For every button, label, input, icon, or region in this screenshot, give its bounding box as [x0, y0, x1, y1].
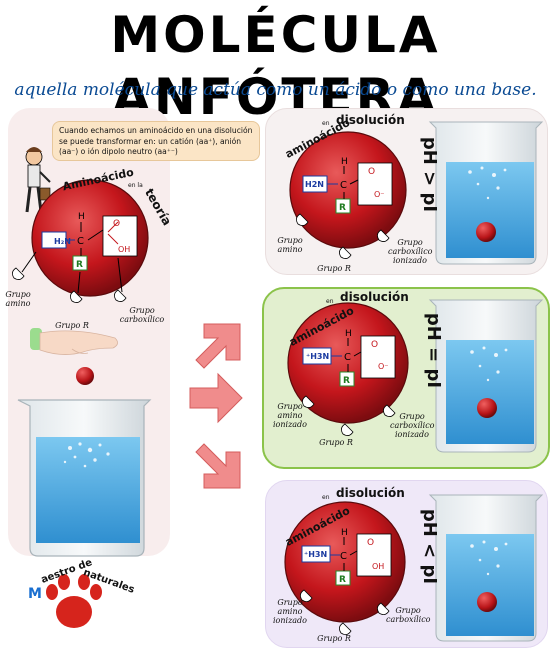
arrow-up-right-icon [195, 323, 241, 369]
arrow-down-right-icon [195, 443, 241, 489]
page-title: MOLÉCULA ANFÓTERA [110, 6, 441, 126]
theory-oh-text: OH [118, 245, 130, 254]
theory-amino-acid-ball [31, 179, 149, 297]
theory-carboxyl-label: Grupo carboxílico [119, 306, 165, 324]
panel3-amine: ⁺H3N [304, 550, 328, 559]
panel1-amine: H2N [305, 180, 324, 189]
theory-r-text: R [76, 260, 83, 270]
h-text-2: H [345, 329, 352, 339]
ball-ph-less [284, 501, 406, 623]
c-text-3: C [340, 551, 347, 562]
panel1-carboxyl-label: Grupo carboxílico ionizado [388, 238, 433, 265]
ball-ph-greater [289, 131, 407, 249]
panel2-header-b: en [326, 298, 334, 305]
logo-initial: M [28, 586, 42, 602]
h-text-3: H [341, 528, 348, 538]
left-beaker-icon [17, 399, 152, 557]
panel1-r-label: Grupo R [317, 264, 351, 273]
c-text-1: C [340, 180, 347, 191]
ball-ph-equal [287, 302, 409, 424]
panel3-carboxyl: OH [372, 562, 385, 571]
panel1-header-c: disolución [336, 113, 405, 127]
theory-r-label: Grupo R [55, 321, 89, 330]
r-text-1: R [339, 203, 346, 213]
scientist-figure-icon [25, 147, 51, 213]
o-text-1: O [368, 167, 375, 177]
panel2-carboxyl-label: Grupo carboxílico ionizado [390, 412, 435, 439]
h-text-1: H [341, 157, 348, 167]
panel3-carboxyl-label: Grupo carboxílico [386, 606, 431, 624]
panel1-carboxyl: O⁻ [374, 190, 385, 199]
beaker-ph-greater-icon [428, 121, 544, 265]
falling-molecule-icon [76, 367, 94, 385]
page-subtitle: aquella molécula que actúa como un ácido… [14, 80, 537, 100]
panel1-header-b: en [322, 120, 330, 127]
panel2-r-label: Grupo R [319, 438, 353, 447]
note-box: Cuando echamos un aminoácido en una diso… [52, 121, 260, 161]
panel3-header-b: en [322, 494, 330, 501]
theory-h-text: H [78, 212, 85, 222]
theory-header-b: en la [128, 182, 143, 189]
o-text-2: O [371, 340, 378, 350]
hand-icon [296, 213, 396, 635]
theory-amino-label: Grupo amino [5, 290, 31, 308]
arrow-right-icon [189, 372, 243, 424]
panel3-ph: pH < pI [419, 508, 441, 585]
panel2-ph: pH = pI [423, 312, 445, 389]
beaker-ph-equal-icon [428, 299, 544, 453]
hand-icon [12, 267, 127, 303]
panel3-amine-label: Grupo amino ionizado [272, 598, 307, 625]
panel2-amine: ⁺H3N [306, 352, 330, 361]
theory-c-text: C [77, 236, 84, 247]
r-text-2: R [343, 376, 350, 386]
panel2-header-c: disolución [340, 290, 409, 304]
panel3-header-c: disolución [336, 486, 405, 500]
panel1-amine-label: Grupo amino [277, 236, 303, 254]
panel1-ph: pH > pI [419, 136, 441, 213]
o-text-3: O [367, 538, 374, 548]
panel2-amine-label: Grupo amino ionizado [272, 402, 307, 429]
dropping-hand-icon [30, 328, 118, 355]
beaker-ph-less-icon [428, 494, 544, 642]
theory-o-text: O [113, 219, 120, 229]
paw-logo-icon [46, 574, 102, 628]
r-text-3: R [339, 575, 346, 585]
panel2-carboxyl: O⁻ [378, 362, 389, 371]
panel3-r-label: Grupo R [317, 634, 351, 643]
c-text-2: C [344, 352, 351, 363]
theory-amine-text: H₂N [54, 237, 71, 246]
